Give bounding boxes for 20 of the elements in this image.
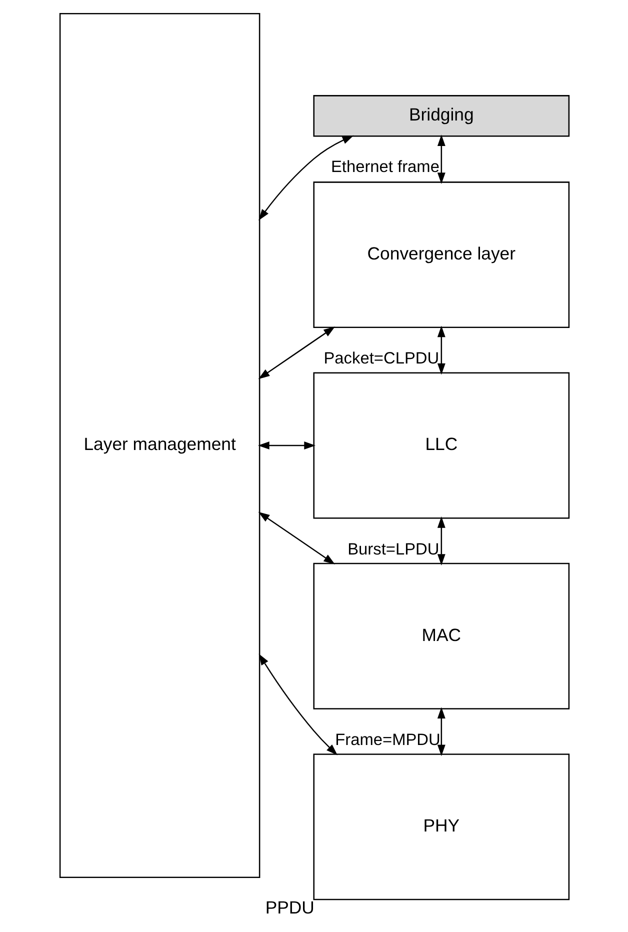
arrow [258,654,338,756]
node-box: Layer management [58,12,260,878]
arrow [257,442,316,450]
arrow [258,512,335,564]
arrow [436,326,445,375]
arrow [436,516,445,566]
edge-label: Burst=LPDU [347,540,439,558]
arrow [258,135,354,220]
arrow [258,326,335,380]
node-box: PHY [312,754,570,900]
arrow [436,134,445,184]
node-label: PPDU [264,898,314,918]
edge-label: Frame=MPDU [334,731,440,750]
edge-label: Ethernet frame [330,158,439,176]
node-box: Convergence layer [312,182,570,328]
arrow [436,707,445,756]
node-box: Bridging [312,95,570,137]
edge-label: Packet=CLPDU [323,350,439,368]
node-box: LLC [312,372,570,519]
node-box: MAC [312,562,570,710]
